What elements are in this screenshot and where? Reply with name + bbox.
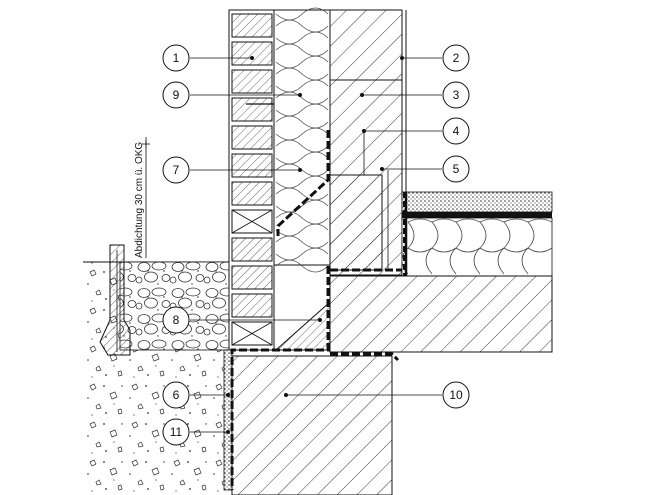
waterproofing-height-note: Abdichtung 30 cm ü. OKG (134, 137, 150, 258)
waterproofing-termination (99, 244, 131, 356)
brick (231, 125, 273, 150)
callout-number: 4 (453, 124, 460, 138)
callout-11: 11 (162, 418, 230, 446)
vertical-note: Abdichtung 30 cm ü. OKG (134, 142, 145, 258)
brick (231, 153, 273, 178)
callout-number: 11 (170, 425, 183, 439)
floor-slab (329, 275, 553, 353)
cavity-insulation (273, 7, 331, 273)
brick (231, 13, 273, 38)
callout-5: 5 (380, 155, 470, 183)
callout-number: 10 (449, 388, 463, 402)
callout-9: 9 (162, 81, 302, 109)
callout-10: 10 (284, 381, 470, 409)
masonry-wall (228, 9, 331, 351)
waterproofing-membranes (230, 130, 405, 490)
callout-number: 7 (173, 163, 180, 177)
callouts: 1 2 3 4 5 6 7 8 9 10 11 (162, 44, 470, 446)
brick (231, 293, 273, 318)
callout-number: 1 (173, 51, 180, 65)
callout-2: 2 (400, 44, 470, 72)
brick (231, 237, 273, 262)
brick (231, 97, 273, 122)
callout-4: 4 (362, 117, 470, 175)
brick (231, 41, 273, 66)
callout-6: 6 (162, 381, 230, 409)
callout-number: 3 (453, 88, 460, 102)
brick (231, 265, 273, 290)
callout-8: 8 (162, 306, 322, 334)
callout-7: 7 (162, 156, 302, 184)
gravel-drainage (119, 261, 232, 351)
floor-buildup (401, 191, 553, 277)
callout-1: 1 (162, 44, 254, 72)
concrete-wall (329, 9, 403, 276)
callout-number: 5 (453, 162, 460, 176)
foundation (231, 355, 393, 495)
callout-number: 2 (453, 51, 460, 65)
callout-number: 8 (173, 313, 180, 327)
callout-3: 3 (360, 81, 470, 109)
callout-number: 6 (173, 388, 180, 402)
callout-number: 9 (173, 88, 180, 102)
fillet-wedge (274, 300, 331, 351)
brick (231, 69, 273, 94)
brick (231, 181, 273, 206)
